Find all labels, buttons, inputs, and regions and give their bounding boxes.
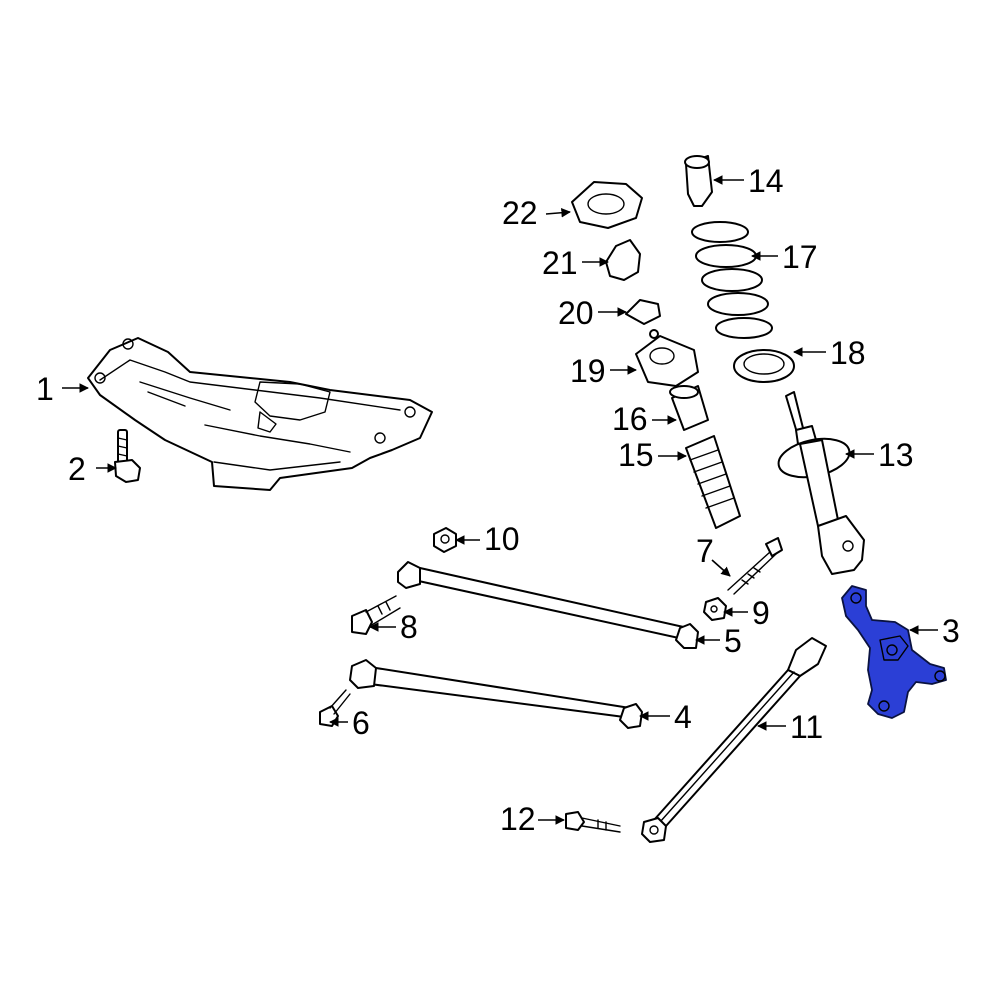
callout-labels: 1 2 3 4 5 6 7 8 9 10 11 12 13 14 15 16 1… [36,163,960,837]
callout-11[interactable]: 11 [790,709,823,745]
part-5-lateral-link[interactable] [397,561,699,649]
callout-5[interactable]: 5 [724,623,742,659]
part-20-cap[interactable] [625,299,661,325]
callout-21[interactable]: 21 [542,245,578,281]
part-13-strut[interactable] [775,391,865,575]
callout-4[interactable]: 4 [674,699,692,735]
callout-9[interactable]: 9 [752,595,770,631]
callout-14[interactable]: 14 [748,163,784,199]
part-6-bolt[interactable] [319,689,351,727]
callout-22[interactable]: 22 [502,195,538,231]
callout-8[interactable]: 8 [400,609,418,645]
part-7-bolt[interactable] [727,537,783,595]
part-4-lateral-link[interactable] [349,659,643,729]
part-11-trailing-arm[interactable] [641,637,827,843]
part-19-strut-mount[interactable] [635,329,699,387]
callout-15[interactable]: 15 [618,437,654,473]
part-10-nut[interactable] [433,527,457,553]
callout-1[interactable]: 1 [36,371,54,407]
callout-18[interactable]: 18 [830,335,866,371]
part-16-bump-stop[interactable] [669,385,709,431]
callout-20[interactable]: 20 [558,295,594,331]
callout-16[interactable]: 16 [612,401,648,437]
part-8-bolt[interactable] [351,595,401,635]
callout-12[interactable]: 12 [500,801,536,837]
part-1-subframe[interactable] [87,337,433,491]
part-18-spring-seat[interactable] [733,349,795,383]
callout-17[interactable]: 17 [782,239,818,275]
part-9-nut[interactable] [703,597,727,621]
part-22-plate[interactable] [571,181,643,229]
part-15-dust-boot[interactable] [685,435,741,529]
part-3-knuckle[interactable] [841,585,947,719]
part-17-coil-spring[interactable] [691,221,773,339]
callout-6[interactable]: 6 [352,705,370,741]
part-14-bump-stop[interactable] [684,155,713,207]
callout-19[interactable]: 19 [570,353,606,389]
part-12-bolt[interactable] [565,811,621,833]
callout-leaders [62,175,938,825]
callout-13[interactable]: 13 [878,437,914,473]
callout-7[interactable]: 7 [696,533,714,569]
callout-10[interactable]: 10 [484,521,520,557]
part-2-bolt[interactable] [114,429,141,483]
callout-2[interactable]: 2 [68,451,86,487]
part-21-bushing[interactable] [605,239,641,281]
callout-3[interactable]: 3 [942,613,960,649]
